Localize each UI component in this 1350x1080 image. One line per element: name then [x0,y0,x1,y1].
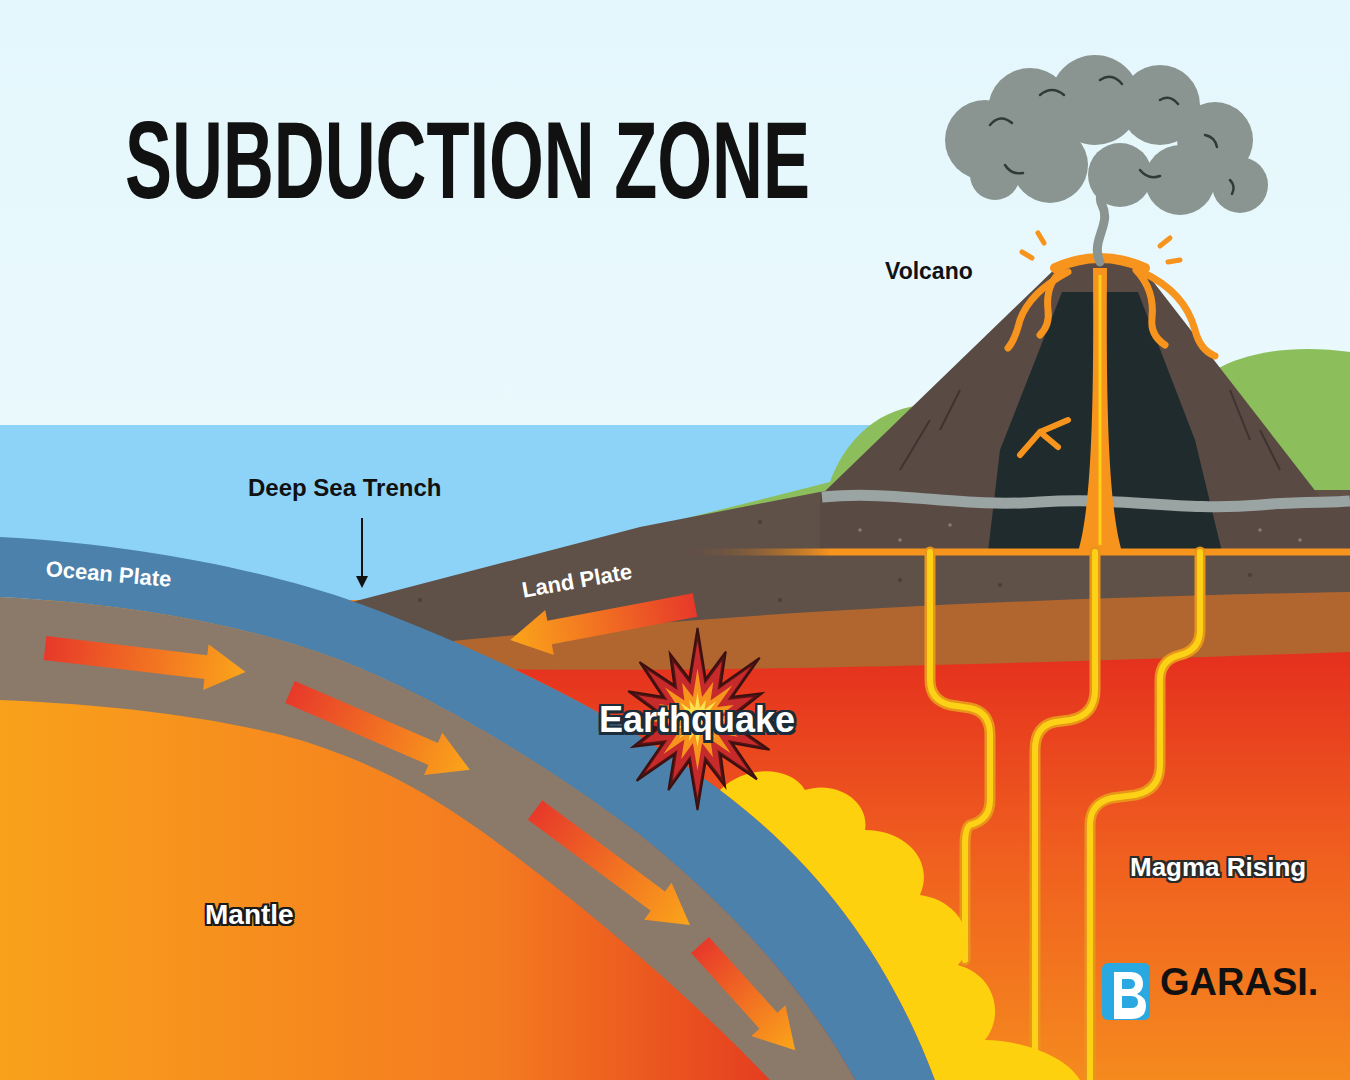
motion-arrows-part [683,930,812,1066]
smoke-cloud-part-part [1230,180,1234,194]
logo-icon-part [1122,996,1138,1008]
volcano-label: Volcano [885,258,973,286]
smoke-cloud-part-part [1100,77,1122,84]
diagram-title: SUBDUCTION ZONE [125,105,810,215]
land-plate-crust-part-part [1248,573,1252,577]
lava-flow-part [1160,238,1170,246]
land-plate-crust-part-part [998,583,1002,587]
motion-arrows-part [42,625,248,695]
land-plate-crust-part-part [418,598,422,602]
logo-icon-part [1122,979,1135,989]
volcano-part [1078,268,1122,552]
volcano-part-part [1260,430,1280,470]
trench-pointer-part [361,518,363,578]
logo-icon-part [1102,963,1150,1020]
volcano-part-part [940,390,960,430]
smoke-cloud-part-part [970,150,1020,200]
lava-flow-part [1142,272,1215,356]
plate-label: Ocean Plate [45,556,173,593]
magma-pipes-part-part [930,552,990,960]
earthquake-burst: Earthquake [587,625,808,815]
lava-flow-part [1168,260,1180,262]
land-plate-crust-part-part [758,520,762,524]
volcano-part [822,495,1350,506]
lava-flow-part [1038,233,1044,243]
volcano-part-part [1230,390,1250,440]
smoke-cloud-part-part [1212,157,1268,213]
lava-flow-part [1022,252,1032,258]
volcano-part-part [898,538,902,542]
smoke-cloud-part-part [990,118,1012,125]
trench-pointer [356,518,368,588]
smoke-cloud-part-part [1140,170,1160,177]
smoke-cloud-part-part [1040,90,1064,95]
ocean-plate-slab-part [0,597,855,1080]
smoke-cloud-part-part [1145,145,1215,215]
volcano-part-part [900,420,930,470]
magma-pipes-part-part [1035,552,1095,1080]
smoke-cloud-part-part [1012,127,1088,203]
logo-icon [1102,963,1150,1020]
volcano-part [1020,420,1068,455]
plate-label: Land Plate [520,559,634,604]
trench-label: Deep Sea Trench [248,474,441,503]
volcano-part-part [858,528,862,532]
magma-melt [720,771,1080,1080]
process-label: Magma Rising [1130,852,1306,883]
magma-sill [680,549,1350,556]
motion-arrows-part [521,792,703,944]
volcano-part-part [1258,528,1262,532]
trench-pointer-part [356,576,368,588]
smoke-cloud-part-part [1160,98,1178,104]
volcano-part [858,523,1302,542]
volcano-part [820,262,1350,552]
watermark: GARASI. [1160,960,1318,1006]
smoke-cloud-part-part [1205,135,1217,147]
smoke-cloud [945,55,1268,262]
volcano-part-part [1298,538,1302,542]
lava-flow [1008,233,1215,356]
land-plate-crust-part-part [778,598,782,602]
motion-arrows [42,582,812,1065]
smoke-cloud-part [945,55,1268,215]
region-label: Mantle [205,898,294,932]
land-plate-crust-part-part [898,578,902,582]
volcano-part-part [948,523,952,527]
smoke-cloud-part [990,77,1234,194]
motion-arrows-part [281,671,479,791]
smoke-cloud-part-part [1005,165,1023,173]
volcano [820,262,1350,552]
node-label: Earthquake [599,698,795,741]
smoke-cloud-part-part [1088,143,1152,207]
magma-pipes-part-part [930,552,990,960]
lava-flow-part [1008,272,1068,348]
logo-icon-part [1114,972,1146,1019]
volcano-part [1099,275,1102,545]
